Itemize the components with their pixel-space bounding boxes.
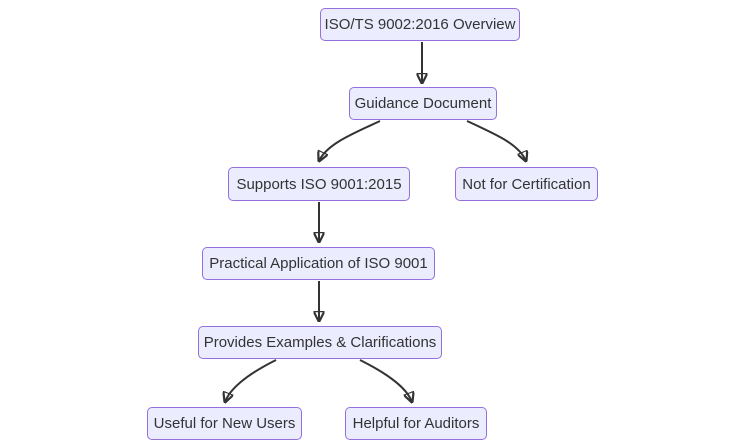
node-practical-application-label: Practical Application of ISO 9001: [209, 255, 428, 272]
edge-examples-to-newusers: [225, 359, 277, 402]
node-examples-clarifications-label: Provides Examples & Clarifications: [203, 334, 437, 351]
node-useful-new-users: Useful for New Users: [147, 407, 302, 440]
node-supports-iso-9001-label: Supports ISO 9001:2015: [236, 175, 402, 193]
node-guidance-document: Guidance Document: [349, 87, 497, 120]
node-overview-label: ISO/TS 9002:2016 Overview: [324, 16, 516, 33]
node-helpful-auditors: Helpful for Auditors: [345, 407, 487, 440]
node-examples-clarifications: Provides Examples & Clarifications: [198, 326, 442, 359]
node-supports-iso-9001: Supports ISO 9001:2015: [228, 167, 410, 201]
node-useful-new-users-label: Useful for New Users: [153, 415, 296, 432]
edge-guidance-to-notcert: [466, 120, 526, 161]
edge-examples-to-auditors: [359, 359, 412, 402]
node-helpful-auditors-label: Helpful for Auditors: [352, 415, 480, 432]
node-not-for-certification: Not for Certification: [455, 167, 598, 201]
node-guidance-document-label: Guidance Document: [354, 95, 492, 112]
node-not-for-certification-label: Not for Certification: [462, 175, 591, 193]
node-practical-application: Practical Application of ISO 9001: [202, 247, 435, 280]
node-overview: ISO/TS 9002:2016 Overview: [320, 8, 520, 41]
edge-guidance-to-supports: [319, 120, 381, 161]
